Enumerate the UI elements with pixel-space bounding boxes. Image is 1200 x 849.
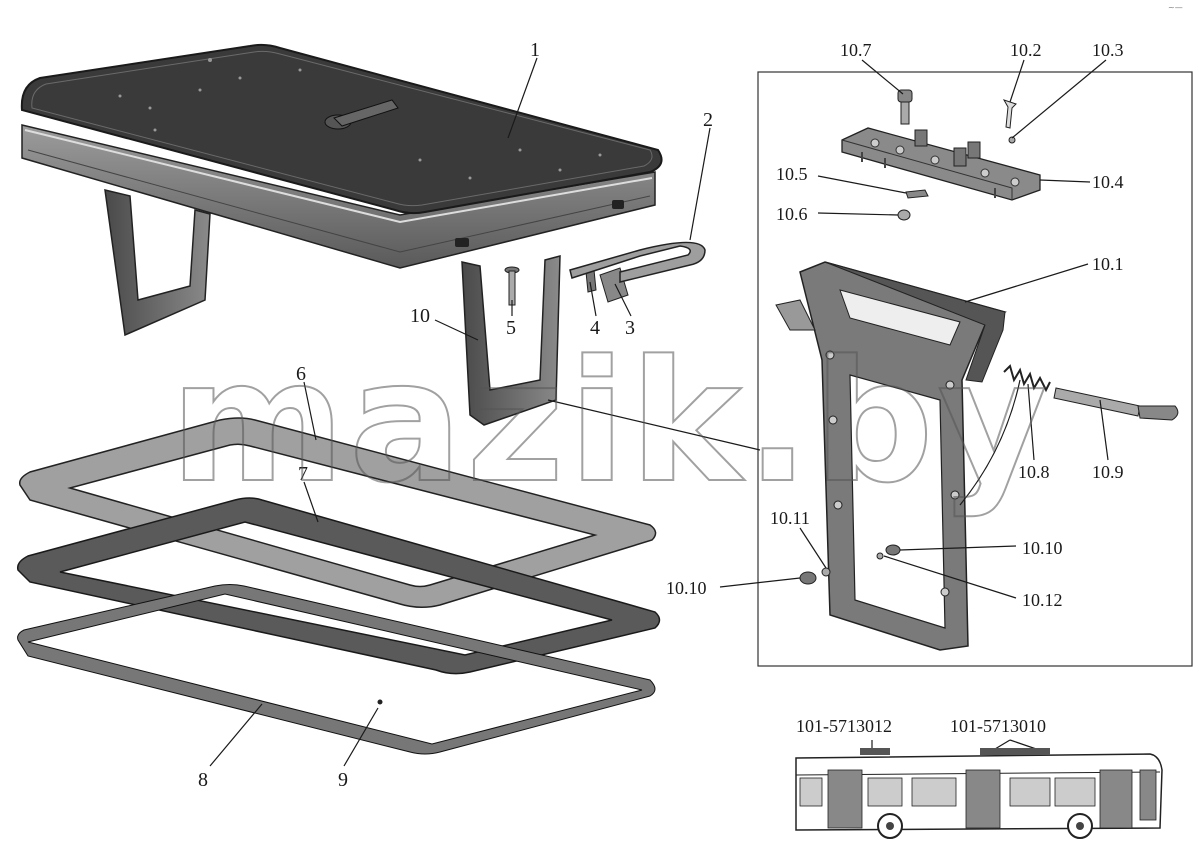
frame-6 bbox=[18, 417, 657, 608]
stopper-10-10-left bbox=[799, 571, 817, 585]
label-part-9: 9 bbox=[338, 769, 348, 791]
pin-10-7 bbox=[897, 89, 913, 125]
bolt-5 bbox=[504, 266, 520, 306]
label-10-9: 10.9 bbox=[1092, 462, 1124, 482]
nut-10-6 bbox=[897, 209, 911, 221]
washer-10-11 bbox=[821, 567, 831, 577]
label-10-12: 10.12 bbox=[1022, 590, 1063, 610]
label-part-2: 2 bbox=[703, 109, 713, 131]
label-10-1: 10.1 bbox=[1092, 254, 1124, 274]
label-10-8: 10.8 bbox=[1018, 462, 1050, 482]
label-part-3: 3 bbox=[625, 317, 635, 339]
label-part-7: 7 bbox=[298, 463, 308, 485]
label-part-6: 6 bbox=[296, 363, 306, 385]
bus-inset: 101-5713012 101-5713010 bbox=[795, 716, 1163, 839]
label-10-4: 10.4 bbox=[1092, 172, 1124, 192]
screw-9 bbox=[377, 699, 383, 705]
label-10-10-right: 10.10 bbox=[1022, 538, 1063, 558]
label-10-11: 10.11 bbox=[770, 508, 810, 528]
stopper-10-10-right bbox=[885, 544, 901, 556]
label-10-6: 10.6 bbox=[776, 204, 808, 224]
pin-10-12 bbox=[876, 552, 884, 560]
label-part-4: 4 bbox=[590, 317, 600, 339]
corner-mark: ~— bbox=[1168, 3, 1183, 12]
label-part-10: 10 bbox=[410, 305, 430, 327]
spring-10-8 bbox=[1003, 364, 1051, 393]
screw-10-2 bbox=[1002, 99, 1017, 129]
label-10-10-left: 10.10 bbox=[666, 578, 707, 598]
strap-2 bbox=[569, 241, 706, 283]
bracket-10-1 bbox=[775, 261, 1007, 651]
plate-10-4 bbox=[841, 127, 1041, 201]
leader-lines bbox=[209, 57, 1109, 767]
rod-10-9 bbox=[1053, 387, 1179, 421]
label-part-1: 1 bbox=[530, 39, 540, 61]
bus-label-rear: 101-5713010 bbox=[950, 716, 1046, 736]
label-10-7: 10.7 bbox=[840, 40, 872, 60]
label-10-5: 10.5 bbox=[776, 164, 808, 184]
detail-panel bbox=[757, 71, 1193, 667]
label-part-8: 8 bbox=[198, 769, 208, 791]
left-leg bbox=[104, 189, 211, 337]
label-part-5: 5 bbox=[506, 317, 516, 339]
hatch-assembly bbox=[20, 43, 663, 269]
washer-10-3 bbox=[1008, 136, 1016, 144]
spring-clip-10-5 bbox=[905, 189, 929, 199]
gasket-8 bbox=[17, 584, 656, 755]
watermark: mazik.by bbox=[170, 324, 1051, 520]
label-10-2: 10.2 bbox=[1010, 40, 1042, 60]
frame-7 bbox=[16, 497, 661, 675]
label-10-3: 10.3 bbox=[1092, 40, 1124, 60]
bus-label-front: 101-5713012 bbox=[796, 716, 892, 736]
leg-10 bbox=[461, 255, 561, 426]
